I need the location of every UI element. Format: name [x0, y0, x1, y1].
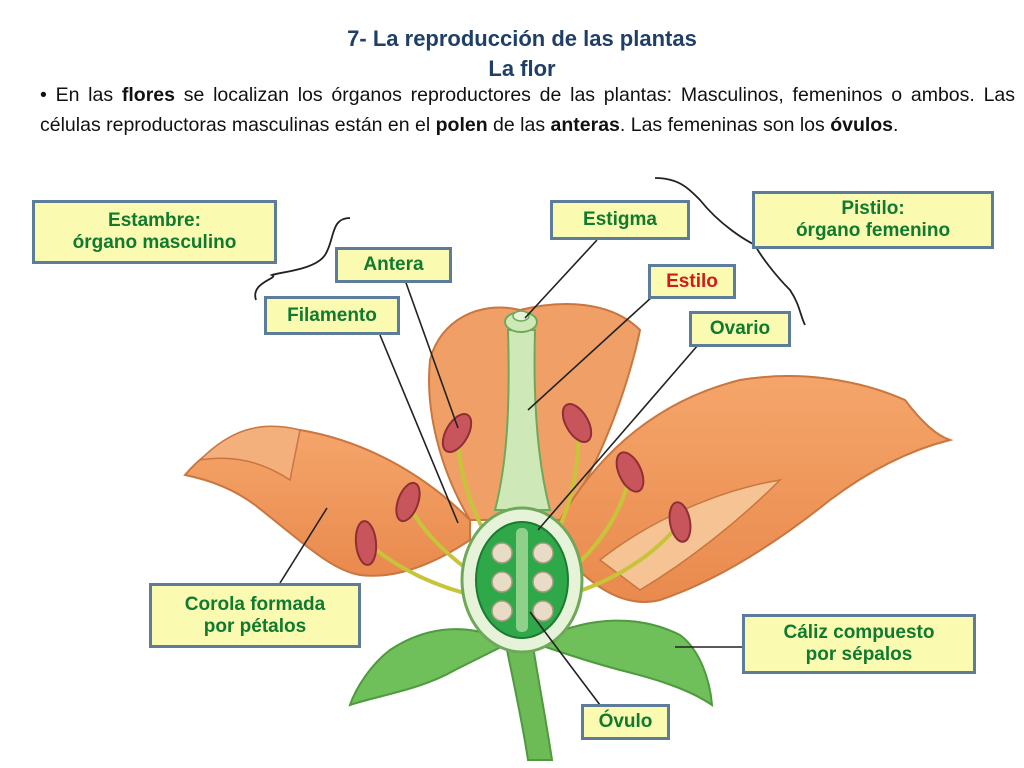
label-caliz-line1: Cáliz compuesto — [783, 622, 935, 643]
label-pistilo-line1: Pistilo: — [841, 198, 905, 219]
label-corola: Corola formada por pétalos — [149, 583, 361, 648]
anther-3 — [441, 413, 473, 453]
label-ovulo: Óvulo — [581, 704, 670, 740]
anther-1 — [354, 520, 378, 566]
label-filamento-text: Filamento — [287, 304, 377, 326]
leader-estilo — [527, 295, 654, 411]
label-filamento: Filamento — [264, 296, 400, 335]
stem — [503, 639, 554, 761]
leader-estigma — [524, 239, 598, 319]
sepal-right — [539, 619, 714, 708]
label-ovario-text: Ovario — [709, 318, 771, 339]
leader-ovario — [537, 344, 699, 531]
label-antera-text: Antera — [363, 254, 424, 275]
anther-6 — [668, 501, 692, 543]
paragraph-text-3: de las — [487, 114, 551, 136]
intro-paragraph: • En las flores se localizan los órganos… — [40, 80, 1015, 140]
ovary-placenta — [516, 528, 528, 632]
keyword-flores: flores — [121, 84, 175, 106]
anther-2 — [395, 481, 421, 523]
style — [493, 329, 552, 511]
ovules — [491, 542, 554, 622]
label-ovario: Ovario — [689, 311, 791, 347]
ovule-3 — [491, 571, 513, 593]
label-antera: Antera — [335, 247, 452, 283]
keyword-ovulos: óvulos — [830, 114, 894, 136]
label-corola-line1: Corola formada — [184, 593, 326, 615]
brace-estambre — [254, 217, 351, 301]
leader-corola — [279, 507, 328, 584]
paragraph-text-1: • En las — [40, 84, 122, 106]
leader-lines — [279, 239, 742, 706]
paragraph-text-4: . Las femeninas son los — [619, 114, 831, 136]
ovule-1 — [491, 542, 513, 564]
paragraph-text-5: . — [893, 114, 899, 136]
page-subtitle: La flor — [488, 56, 556, 81]
ovule-6 — [532, 600, 554, 622]
anther-5 — [615, 451, 645, 493]
keyword-polen: polen — [435, 114, 488, 136]
label-corola-line2: por pétalos — [203, 615, 307, 637]
page-title: 7- La reproducción de las plantas — [347, 26, 697, 51]
anthers — [354, 403, 692, 566]
sepal-left — [348, 628, 506, 707]
petal-far-left — [197, 425, 301, 482]
leader-filamento — [379, 334, 459, 524]
ovule-2 — [532, 542, 554, 564]
petal-left — [183, 428, 471, 577]
label-estilo-text: Estilo — [666, 270, 718, 292]
label-caliz-line2: por sépalos — [805, 644, 913, 665]
paragraph-text-2: se localizan los órganos reproductores d… — [40, 84, 1016, 136]
label-estigma-text: Estigma — [583, 209, 657, 230]
keyword-anteras: anteras — [550, 114, 620, 136]
ovule-5 — [491, 600, 513, 622]
label-pistilo-line2: órgano femenino — [795, 220, 951, 241]
leader-ovulo — [529, 611, 601, 706]
ovule-4 — [532, 571, 554, 593]
label-pistilo: Pistilo: órgano femenino — [752, 191, 994, 249]
stigma-top — [512, 310, 530, 322]
label-estambre: Estambre: órgano masculino — [32, 200, 277, 264]
label-estilo: Estilo — [648, 264, 736, 299]
anther-4 — [561, 403, 593, 443]
label-caliz: Cáliz compuesto por sépalos — [742, 614, 976, 674]
label-estigma: Estigma — [550, 200, 690, 240]
leader-antera — [404, 279, 459, 429]
label-ovulo-text: Óvulo — [598, 711, 653, 732]
label-estambre-line1: Estambre: — [108, 210, 201, 231]
label-estambre-line2: órgano masculino — [72, 232, 237, 253]
